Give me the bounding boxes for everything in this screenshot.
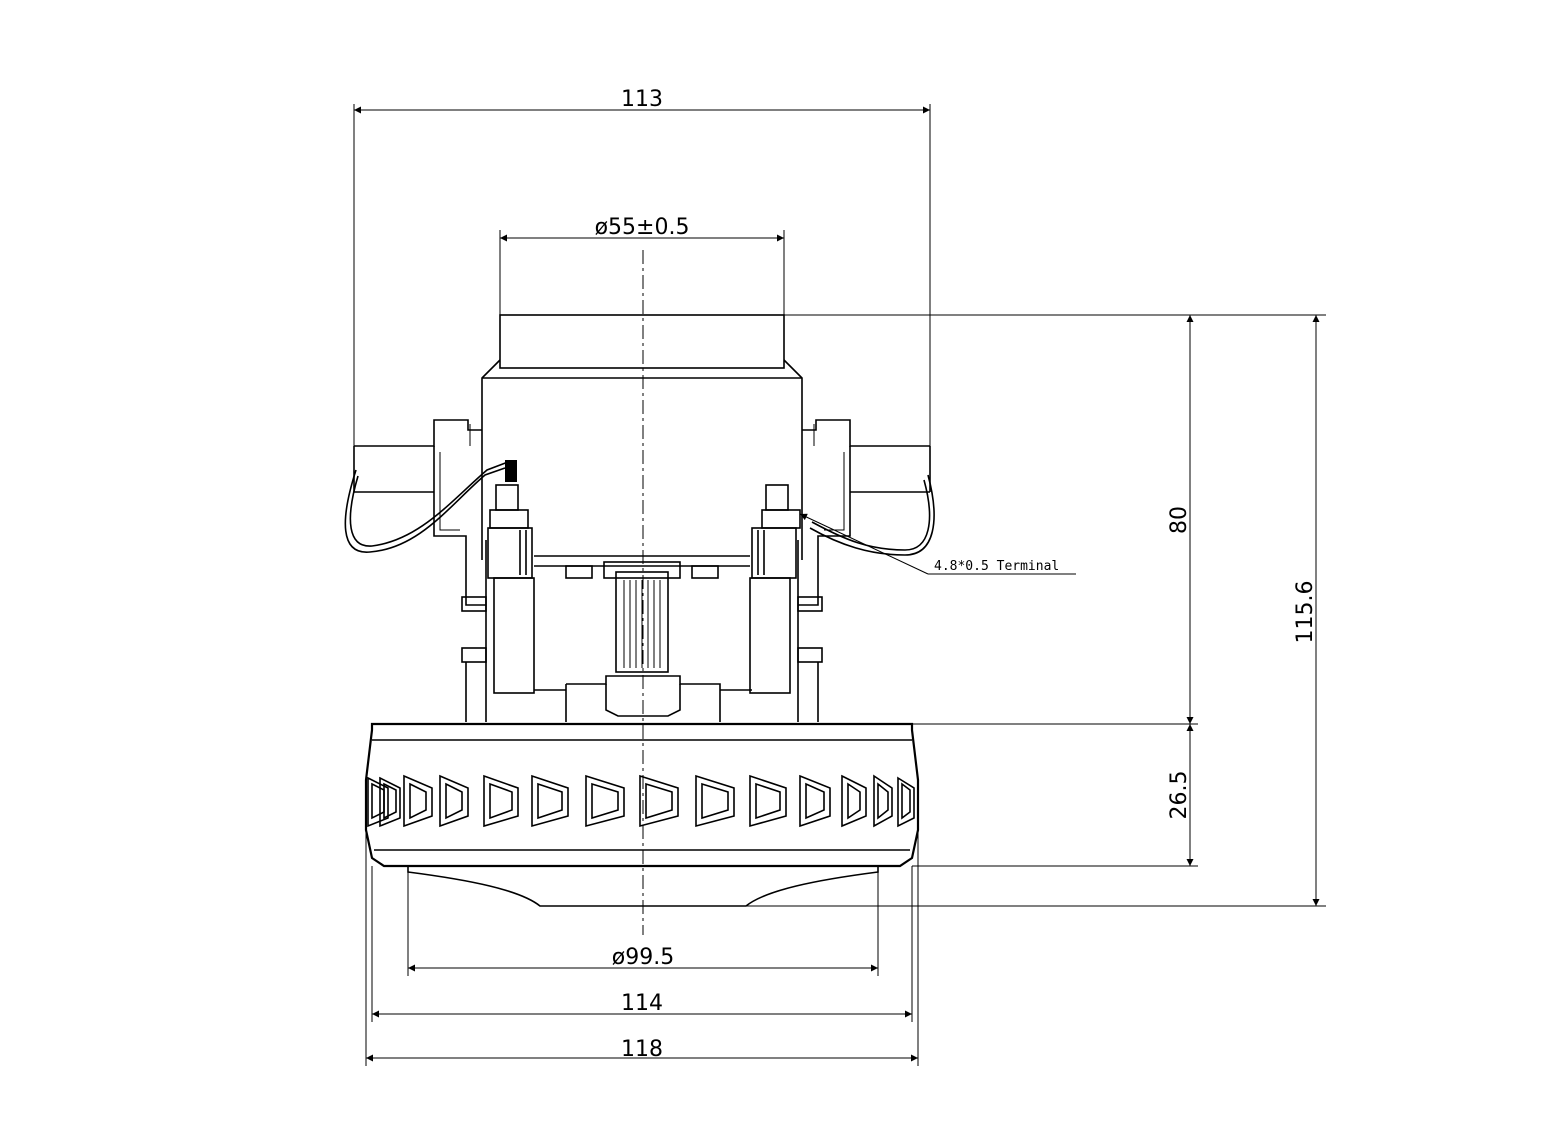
dim-115-6-label: 115.6 [1293,581,1318,644]
brush-arms [353,419,931,722]
dim-118: 118 [365,830,919,1066]
dim-114-label: 114 [621,991,663,1016]
dim-outlet-diameter-label: ø99.5 [612,945,674,970]
outlet [407,866,879,907]
lead-wires [344,461,935,556]
terminal-callout: 4.8*0.5 Terminal [799,513,1076,575]
dim-26-5-label: 26.5 [1167,771,1192,820]
terminal-label: 4.8*0.5 Terminal [934,559,1059,574]
inlet-cylinder [481,314,803,560]
dim-inlet-diameter: ø55±0.5 [499,215,785,315]
dim-113: 113 [353,87,931,446]
motor-internals [487,460,801,722]
fan-housing [364,722,920,868]
dim-outlet-diameter: ø99.5 [407,866,879,976]
dim-inlet-diameter-label: ø55±0.5 [595,215,690,240]
vent-slots [367,774,915,828]
dim-113-label: 113 [621,87,663,112]
dim-118-label: 118 [621,1037,663,1062]
dim-114: 114 [371,866,913,1022]
dim-heights: 80 26.5 115.6 [746,314,1326,907]
dim-80-label: 80 [1167,506,1192,534]
